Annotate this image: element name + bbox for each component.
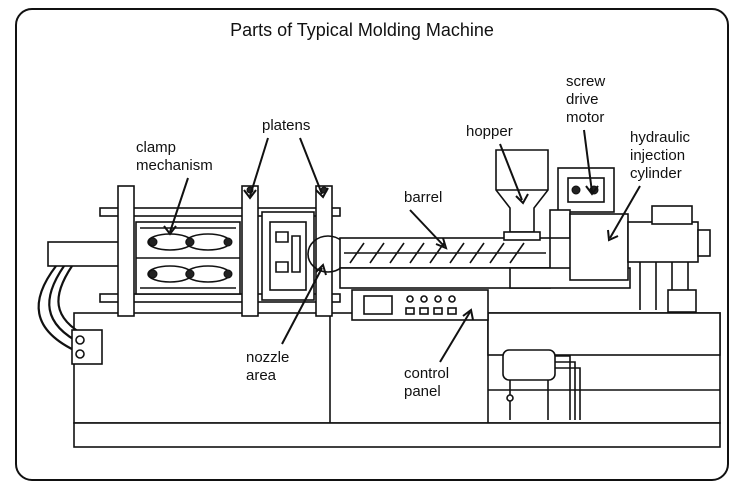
leader-lines — [163, 129, 641, 363]
label-control-panel: control panel — [404, 365, 453, 400]
label-clamp-mechanism: clamp mechanism — [136, 139, 213, 174]
injection-unit — [339, 149, 711, 313]
diagram-title: Parts of Typical Molding Machine — [230, 20, 494, 40]
oil-tank — [502, 349, 581, 420]
machine-base — [73, 312, 721, 448]
label-screw-drive-motor: screw drive motor — [566, 73, 609, 126]
clamp-unit — [99, 185, 341, 317]
label-hydraulic-injection-cylinder: hydraulic injection cylinder — [630, 129, 694, 182]
label-hopper: hopper — [466, 123, 513, 140]
label-nozzle-area: nozzle area — [246, 349, 294, 384]
hydraulic-hoses — [37, 241, 123, 365]
label-barrel: barrel — [404, 189, 442, 206]
label-platens: platens — [262, 117, 310, 134]
diagram-border — [15, 8, 729, 481]
